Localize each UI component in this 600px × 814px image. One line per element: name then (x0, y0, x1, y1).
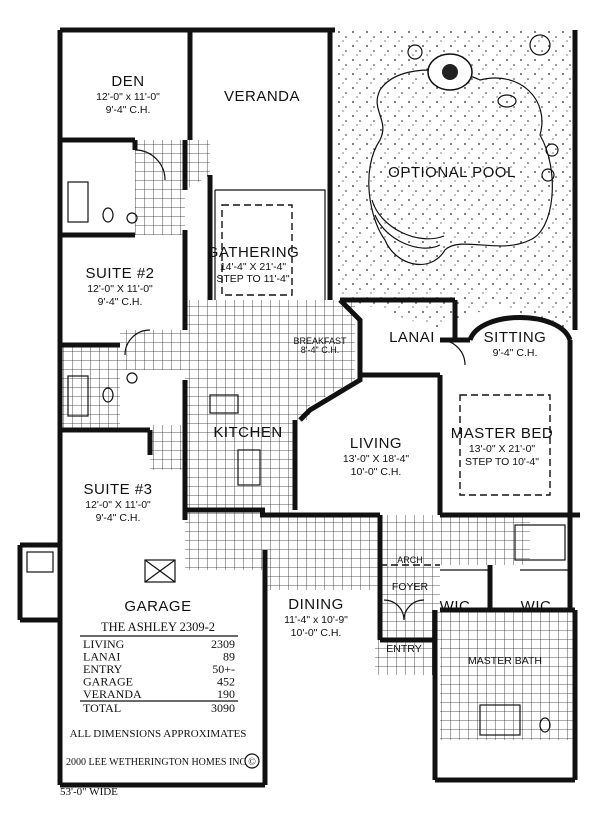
ac-pad (26, 551, 54, 573)
tub-3 (479, 704, 521, 736)
suite3-ceiling: 9'-4" C.H. (96, 512, 141, 524)
door-swing-den (134, 149, 166, 181)
dining-ceiling: 10'-0" C.H. (291, 627, 342, 639)
area-total-label: TOTAL (83, 701, 121, 715)
master-bed-ceiling: STEP TO 10'-4" (465, 456, 539, 468)
living-dims: 13'-0" X 18'-4" (343, 453, 410, 465)
garage-storage (144, 559, 176, 583)
area-row-value: 2309 (211, 637, 235, 651)
gathering-ceiling: STEP TO 11'-4" (216, 273, 290, 285)
door-swing-entry (383, 599, 425, 621)
garage-label: GARAGE (124, 598, 191, 615)
living-label: LIVING (350, 435, 402, 452)
dining-dims: 11'-4" x 10'-9" (284, 614, 348, 626)
area-row-value: 190 (217, 687, 235, 701)
area-table-title: THE ASHLEY 2309-2 (101, 620, 215, 634)
area-row-label: ENTRY (83, 662, 123, 676)
lav-2 (126, 372, 138, 384)
breakfast-label: BREAKFAST (293, 336, 347, 346)
suite3-dims: 12'-0" X 11'-0" (85, 499, 151, 511)
living-ceiling: 10'-0" C.H. (351, 466, 402, 478)
area-row-label: GARAGE (83, 675, 133, 689)
den-dims: 12'-0" x 11'-0" (96, 91, 160, 103)
area-row-label: VERANDA (83, 687, 142, 701)
dimensions-note: ALL DIMENSIONS APPROXIMATES (70, 728, 247, 740)
area-row-value: 50+- (212, 662, 235, 676)
master-bed-dims: 13'-0" X 21'-0" (469, 443, 536, 455)
lanai-label: LANAI (389, 329, 435, 346)
copyright-symbol: © (248, 757, 256, 768)
wic-left-label: WIC (440, 598, 471, 615)
walls (17, 27, 580, 788)
kitchen-label: KITCHEN (213, 424, 282, 441)
den-label: DEN (111, 73, 144, 90)
sitting-label: SITTING (484, 329, 547, 346)
toilet-1 (102, 207, 114, 223)
room-labels: DEN 12'-0" x 11'-0" 9'-4" C.H. VERANDA O… (83, 73, 554, 667)
kitchen-island (237, 449, 261, 486)
toilet-3 (539, 717, 551, 733)
area-row-label: LANAI (83, 650, 120, 664)
area-row-value: 452 (217, 675, 235, 689)
entry-label: ENTRY (386, 643, 421, 655)
master-tray (459, 394, 551, 496)
copyright-note: 2000 LEE WETHERINGTON HOMES INC. (66, 757, 249, 768)
toilet-2 (102, 387, 114, 403)
sitting-ceiling: 9'-4" C.H. (493, 347, 538, 359)
suite2-label: SUITE #2 (85, 265, 154, 282)
suite2-dims: 12'-0" X 11'-0" (87, 283, 153, 295)
width-note: 53'-0" WIDE (60, 786, 118, 798)
master-bath-label: MASTER BATH (468, 655, 542, 667)
tile-floor (60, 140, 575, 740)
area-total-value: 3090 (211, 701, 235, 715)
veranda-label: VERANDA (224, 88, 300, 105)
foyer-label: FOYER (392, 581, 429, 593)
door-swing-lanai (439, 339, 466, 366)
interior-details (26, 149, 570, 736)
gathering-label: GATHERING (207, 244, 300, 261)
suite3-label: SUITE #3 (83, 481, 152, 498)
breakfast-ceiling: 8'-4" C.H. (301, 345, 339, 355)
gathering-tray (221, 204, 293, 296)
copyright-icon (244, 753, 260, 769)
lav-1 (126, 212, 138, 224)
tub-2 (67, 375, 89, 417)
wic-right-label: WIC (521, 598, 552, 615)
tub-1 (67, 181, 89, 223)
gathering-dims: 14'-4" X 21'-4" (220, 261, 287, 273)
arch-label: ARCH (397, 555, 423, 565)
vanity (514, 524, 566, 561)
master-bed-label: MASTER BED (451, 425, 554, 442)
den-ceiling: 9'-4" C.H. (106, 104, 151, 116)
suite2-ceiling: 9'-4" C.H. (98, 296, 143, 308)
sink (209, 394, 239, 414)
pool-label: OPTIONAL POOL (388, 164, 516, 181)
door-swing-suite2 (124, 329, 151, 356)
area-row-value: 89 (223, 650, 235, 664)
area-row-label: LIVING (83, 637, 125, 651)
pool-outline (368, 69, 553, 266)
pool-deck (335, 30, 575, 330)
dining-label: DINING (288, 596, 344, 613)
